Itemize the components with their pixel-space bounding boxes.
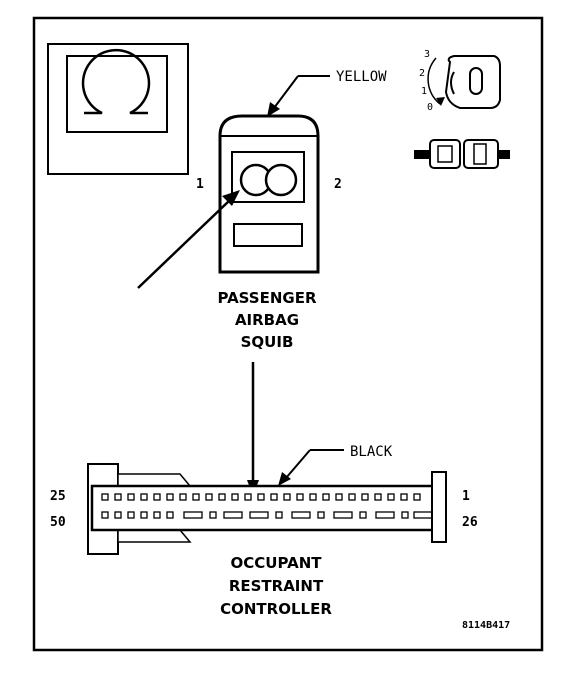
connector-cavity <box>231 493 239 501</box>
connector-cavity <box>309 493 317 501</box>
controller-title-line3: CONTROLLER <box>220 600 332 618</box>
connector-cavity <box>322 493 330 501</box>
ignition-key-icon: 3 2 1 0 <box>419 49 501 113</box>
connector-cavity <box>101 511 109 519</box>
connector-pin-50-label: 50 <box>50 515 66 530</box>
connector-cavity <box>166 511 174 519</box>
ign-label-0: 0 <box>427 102 433 113</box>
controller-title-line2: RESTRAINT <box>229 577 324 595</box>
connector-cavity <box>375 511 395 519</box>
connector-cavity <box>400 493 408 501</box>
connector-pin-1-label: 1 <box>462 489 470 504</box>
ign-label-1: 1 <box>421 86 427 97</box>
connector-cavity <box>348 493 356 501</box>
connector-cavity <box>166 493 174 501</box>
connector-cavity <box>317 511 325 519</box>
connector-cavity <box>209 511 217 519</box>
connector-cavity <box>179 493 187 501</box>
yellow-leader <box>267 75 330 117</box>
connector-cavity <box>374 493 382 501</box>
connector-cavity <box>296 493 304 501</box>
yellow-label: YELLOW <box>336 69 387 85</box>
black-label: BLACK <box>350 444 393 460</box>
connector-cavity <box>140 511 148 519</box>
squib-pin-2-label: 2 <box>334 177 342 192</box>
connector-cavity <box>335 493 343 501</box>
squib-connector <box>218 114 320 274</box>
connector-cavity <box>291 511 311 519</box>
squib-title-line1: PASSENGER <box>217 289 317 307</box>
connector-cavity <box>205 493 213 501</box>
connector-cavity <box>257 493 265 501</box>
connector-cavity <box>101 493 109 501</box>
connector-cavity <box>114 511 122 519</box>
ign-label-3: 3 <box>424 49 430 60</box>
connector-cavity <box>387 493 395 501</box>
connector-cavity <box>361 493 369 501</box>
connector-cavity <box>223 511 243 519</box>
connector-cavity <box>249 511 269 519</box>
connector-cavity <box>270 493 278 501</box>
figure-id: 8114B417 <box>462 620 510 631</box>
disconnected-connector-icon <box>414 139 510 169</box>
connector-pin-26-label: 26 <box>462 515 478 530</box>
controller-probe-arrow <box>247 362 259 496</box>
connector-cavity <box>114 493 122 501</box>
connector-cavity <box>359 511 367 519</box>
controller-title-line1: OCCUPANT <box>231 554 323 572</box>
connector-cavity <box>275 511 283 519</box>
ohmmeter-icon <box>47 43 189 175</box>
connector-cavity <box>333 511 353 519</box>
pin-row-top <box>101 493 421 501</box>
connector-cavity <box>153 493 161 501</box>
probe-arrow <box>137 190 240 289</box>
connector-cavity <box>413 511 433 519</box>
connector-cavity <box>218 493 226 501</box>
squib-pin-1-label: 1 <box>196 177 204 192</box>
pin-row-bottom <box>101 511 433 519</box>
connector-cavity <box>127 493 135 501</box>
connector-cavity <box>401 511 409 519</box>
connector-cavity <box>192 493 200 501</box>
black-leader <box>278 449 344 486</box>
controller-connector <box>87 463 447 555</box>
connector-cavity <box>140 493 148 501</box>
connector-pin-25-label: 25 <box>50 489 66 504</box>
diagram-frame <box>32 16 544 652</box>
connector-cavity <box>283 493 291 501</box>
squib-title-line2: AIRBAG <box>235 311 299 329</box>
connector-cavity <box>127 511 135 519</box>
connector-cavity <box>183 511 203 519</box>
squib-title-line3: SQUIB <box>241 333 294 351</box>
ign-label-2: 2 <box>419 68 425 79</box>
connector-cavity <box>244 493 252 501</box>
connector-cavity <box>153 511 161 519</box>
connector-cavity <box>413 493 421 501</box>
